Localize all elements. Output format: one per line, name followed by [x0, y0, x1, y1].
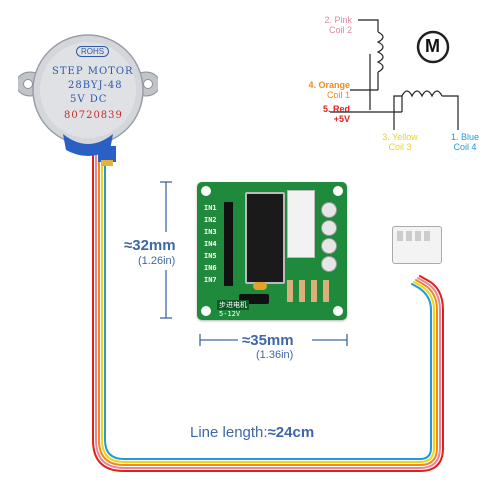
connector-slot: [406, 231, 412, 241]
power-jumper: [239, 294, 269, 304]
pin-label-in5: IN5: [204, 252, 217, 260]
motor-label-line1: STEP MOTOR: [52, 66, 134, 77]
wire-label-blue: 1. Blue Coil 4: [450, 132, 480, 152]
connector-slot: [424, 231, 430, 241]
cable-length-value: ≈24cm: [267, 424, 315, 441]
voltage-label: 5-12V: [219, 310, 241, 318]
led: [321, 220, 337, 236]
pin-label-in3: IN3: [204, 228, 217, 236]
motor-connector: [287, 190, 315, 258]
board-silk-text: 步进电机: [217, 300, 249, 310]
resistor: [323, 280, 329, 302]
pin-label-in2: IN2: [204, 216, 217, 224]
motor-serial: 80720839: [64, 110, 123, 121]
height-dimension: ≈32mm: [124, 237, 176, 254]
capacitor: [253, 282, 267, 290]
motor-label-line2: 28BYJ-48: [68, 80, 123, 91]
pin-label-in4: IN4: [204, 240, 217, 248]
wire-label-red: 5. Red +5V: [322, 104, 350, 124]
resistor: [311, 280, 317, 302]
cable-length-label: Line length:≈24cm: [190, 424, 314, 441]
connector-slot: [415, 231, 421, 241]
schematic-lines: [330, 19, 459, 130]
mount-hole: [333, 306, 343, 316]
mount-hole: [333, 186, 343, 196]
cable-connector-plug: [392, 226, 442, 264]
stepper-motor: ROHS STEP MOTOR 28BYJ-48 5V DC 80720839: [15, 22, 161, 167]
mount-hole: [201, 186, 211, 196]
rohs-badge: ROHS: [76, 46, 110, 57]
wire-label-pink: 2. Pink Coil 2: [324, 15, 352, 35]
pin-label-in6: IN6: [204, 264, 217, 272]
width-dimension-inches: (1.36in): [256, 349, 294, 361]
stepper-motor-graphic: [15, 34, 161, 166]
led: [321, 202, 337, 218]
cable-length-prefix: Line length:: [190, 424, 268, 441]
motor-symbol: M: [425, 36, 440, 56]
resistor: [299, 280, 305, 302]
pin-label-in7: IN7: [204, 276, 217, 284]
pin-label-in1: IN1: [204, 204, 217, 212]
connector-slot: [397, 231, 403, 241]
pin-header: [224, 202, 233, 286]
resistor: [287, 280, 293, 302]
width-dimension: ≈35mm: [242, 332, 294, 349]
mount-hole: [201, 306, 211, 316]
wire-label-orange: 4. Orange Coil 1: [308, 80, 350, 100]
wire-label-yellow: 3. Yellow Coil 3: [382, 132, 418, 152]
motor-label-line3: 5V DC: [70, 94, 108, 105]
wiring-schematic: M 2. Pink Coil 2 4. Orange Coil 1 5. Red…: [290, 10, 495, 160]
led: [321, 238, 337, 254]
height-dimension-inches: (1.26in): [138, 255, 176, 267]
ic-chip: [245, 192, 285, 284]
driver-board: IN1 IN2 IN3 IN4 IN5 IN6 IN7 步进电机 5-12V: [197, 182, 347, 320]
led: [321, 256, 337, 272]
